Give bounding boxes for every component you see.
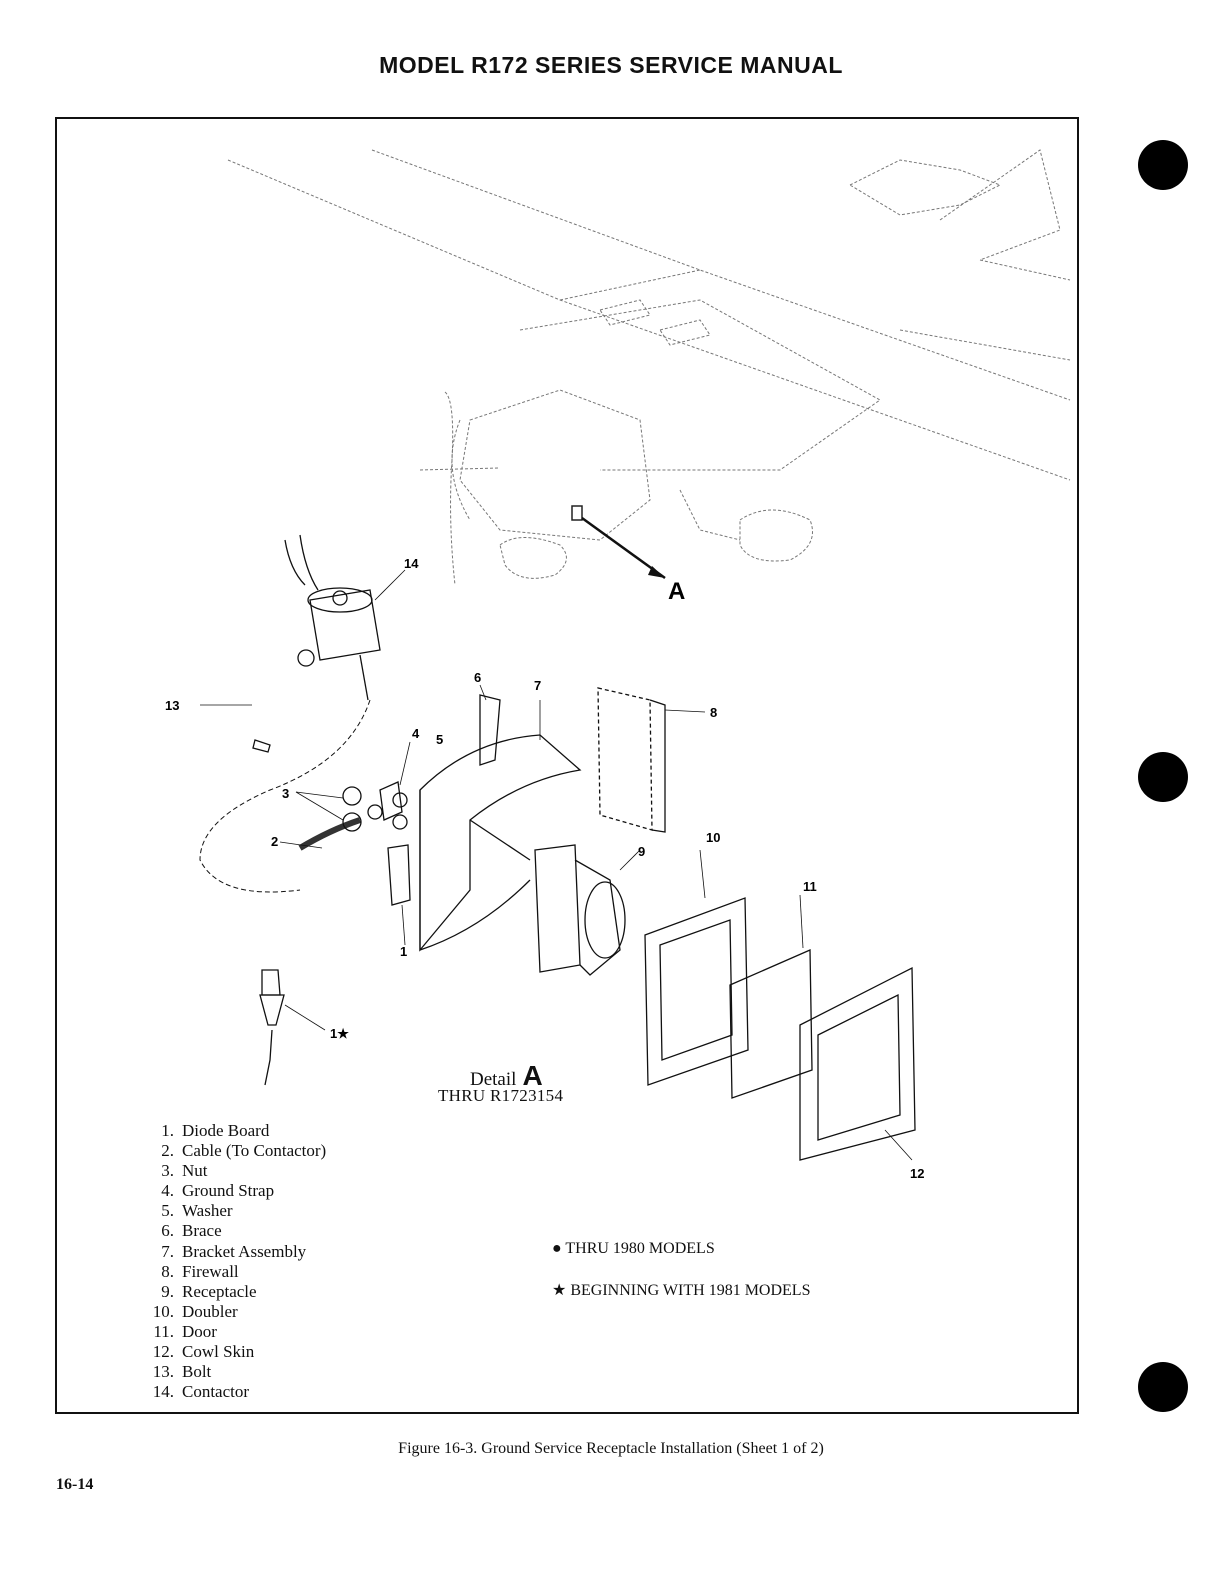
callout-5: 5 [436,732,443,747]
callout-11: 11 [803,879,817,894]
callout-3: 3 [282,786,289,801]
detail-a-leader [571,505,666,580]
callout-7: 7 [534,678,541,693]
callout-8: 8 [710,705,717,720]
margin-change-dot [1138,140,1188,190]
serial-range-note: THRU R1723154 [438,1086,564,1105]
legend-item: 3.Nut [161,1161,208,1181]
legend-item: 8.Firewall [161,1261,239,1281]
callout-9: 9 [638,844,645,859]
legend-item: 1.Diode Board [161,1121,270,1140]
legend-item: 10.Doubler [152,1301,238,1321]
legend-item: 2.Cable (To Contactor) [161,1141,327,1161]
margin-change-dot [1138,1362,1188,1412]
callout-1: 1 [400,944,407,959]
airplane-drawing [227,149,1071,586]
parts-legend: 1.Diode Board 2.Cable (To Contactor) 3.N… [136,1121,326,1402]
page-number: 16-14 [56,1476,94,1493]
callout-1-star: 1★ [330,1026,349,1041]
figure-caption: Figure 16-3. Ground Service Receptacle I… [398,1440,824,1457]
callout-letter-a: A [668,578,685,605]
effectivity-note-beginning-1981: ★ BEGINNING WITH 1981 MODELS [552,1282,811,1299]
exploded-parts-drawing [199,534,916,1161]
legend-item: 7.Bracket Assembly [161,1241,307,1261]
legend-item: 11.Door [153,1321,217,1341]
legend-item: 4.Ground Strap [161,1181,275,1201]
legend-item: 13.Bolt [152,1362,212,1382]
callout-10: 10 [706,830,720,845]
callout-12: 12 [910,1166,924,1181]
callout-4: 4 [412,726,420,741]
callout-14: 14 [404,556,419,571]
legend-item: 6.Brace [161,1221,222,1241]
legend-item: 12.Cowl Skin [152,1342,255,1362]
callout-13: 13 [165,698,179,713]
callout-2: 2 [271,834,278,849]
detail-label: Detail [470,1069,517,1090]
callout-6: 6 [474,670,481,685]
margin-change-dot [1138,752,1188,802]
effectivity-note-thru-1980: ● THRU 1980 MODELS [552,1240,715,1257]
detail-letter: A [522,1060,543,1091]
figure-frame [55,117,1079,1414]
page-title: MODEL R172 SERIES SERVICE MANUAL [379,52,843,78]
legend-item: 5.Washer [161,1201,233,1221]
legend-item: 14.Contactor [152,1382,250,1402]
legend-item: 9.Receptacle [161,1281,257,1301]
